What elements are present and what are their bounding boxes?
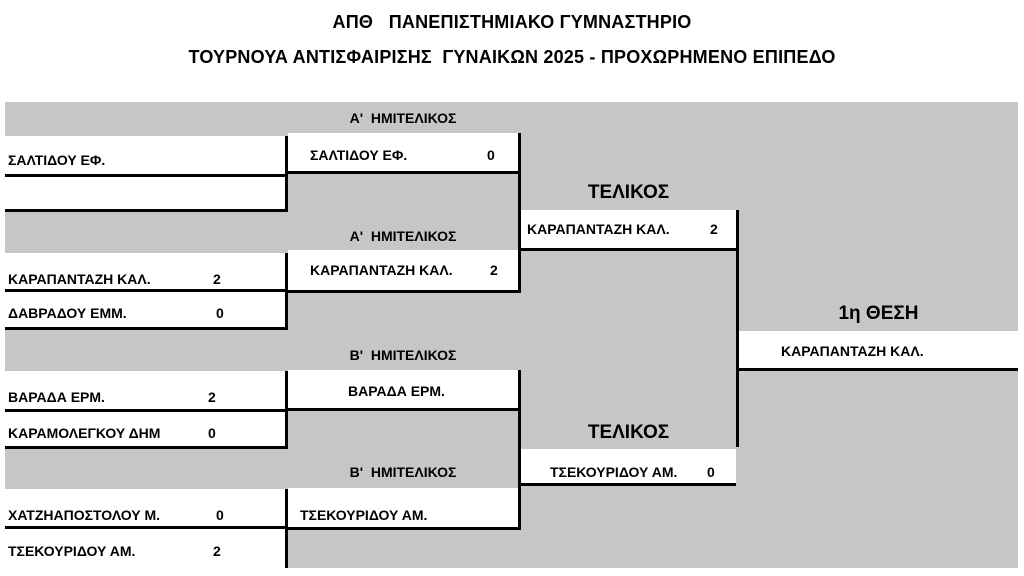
sf-player-4: ΤΣΕΚΟΥΡΙΔΟΥ ΑΜ. xyxy=(300,507,428,523)
r1-player-7: ΧΑΤΖΗΑΠΟΣΤΟΛΟΥ Μ. xyxy=(8,507,161,523)
final-score-1: 2 xyxy=(710,221,718,237)
final-score-2: 0 xyxy=(707,464,715,480)
r1-slot-8: ΤΣΕΚΟΥΡΙΔΟΥ ΑΜ. 2 xyxy=(5,529,288,568)
sf-slot-3: ΒΑΡΑΔΑ ΕΡΜ. xyxy=(288,370,521,411)
r1-slot-2 xyxy=(5,177,288,212)
r1-score-5: 2 xyxy=(208,389,216,405)
r1-score-3: 2 xyxy=(213,271,221,287)
sf-player-3: ΒΑΡΑΔΑ ΕΡΜ. xyxy=(348,383,445,399)
connector-finals xyxy=(521,251,739,447)
sf1-label: Α' ΗΜΙΤΕΛΙΚΟΣ xyxy=(349,110,457,126)
sf-score-1: 0 xyxy=(487,147,495,163)
winner-label: 1η ΘΕΣΗ xyxy=(838,303,919,324)
r1-player-6: ΚΑΡΑΜΟΛΕΓΚΟΥ ΔΗΜ xyxy=(8,425,161,441)
r1-slot-4: ΔΑΒΡΑΔΟΥ ΕΜΜ. 0 xyxy=(5,292,288,330)
page-subtitle: ΤΟΥΡΝΟΥΑ ΑΝΤΙΣΦΑΙΡΙΣΗΣ ΓΥΝΑΙΚΩΝ 2025 - Π… xyxy=(188,47,836,67)
r1-slot-1: ΣΑΛΤΙΔΟΥ ΕΦ. xyxy=(5,136,288,177)
r1-slot-7: ΧΑΤΖΗΑΠΟΣΤΟΛΟΥ Μ. 0 xyxy=(5,489,288,529)
sf2-label: Α' ΗΜΙΤΕΛΙΚΟΣ xyxy=(349,228,457,244)
sf-slot-1: ΣΑΛΤΙΔΟΥ ΕΦ. 0 xyxy=(288,133,521,174)
r1-score-6: 0 xyxy=(208,425,216,441)
r1-score-7: 0 xyxy=(216,507,224,523)
sf-player-1: ΣΑΛΤΙΔΟΥ ΕΦ. xyxy=(310,147,408,163)
r1-player-4: ΔΑΒΡΑΔΟΥ ΕΜΜ. xyxy=(8,305,127,321)
final-slot-1: ΚΑΡΑΠΑΝΤΑΖΗ ΚΑΛ. 2 xyxy=(521,210,739,251)
r1-slot-3: ΚΑΡΑΠΑΝΤΑΖΗ ΚΑΛ. 2 xyxy=(5,253,288,292)
winner-slot: ΚΑΡΑΠΑΝΤΑΖΗ ΚΑΛ. xyxy=(739,331,1018,371)
r1-score-8: 2 xyxy=(213,543,221,559)
sf-score-2: 2 xyxy=(490,262,498,278)
connector-sf3-sf4 xyxy=(288,411,521,530)
page-title: ΑΠΘ ΠΑΝΕΠΙΣΤΗΜΙΑΚΟ ΓΥΜΝΑΣΤΗΡΙΟ xyxy=(332,12,692,32)
sf4-label: Β' ΗΜΙΤΕΛΙΚΟΣ xyxy=(349,464,457,480)
r1-slot-5: ΒΑΡΑΔΑ ΕΡΜ. 2 xyxy=(5,371,288,412)
final-label-2: ΤΕΛΙΚΟΣ xyxy=(587,422,670,443)
sf-player-2: ΚΑΡΑΠΑΝΤΑΖΗ ΚΑΛ. xyxy=(310,262,453,278)
final-label-1: ΤΕΛΙΚΟΣ xyxy=(587,182,670,203)
r1-player-8: ΤΣΕΚΟΥΡΙΔΟΥ ΑΜ. xyxy=(8,543,136,559)
final-player-1: ΚΑΡΑΠΑΝΤΑΖΗ ΚΑΛ. xyxy=(527,221,670,237)
winner-player: ΚΑΡΑΠΑΝΤΑΖΗ ΚΑΛ. xyxy=(781,343,924,359)
sf3-label: Β' ΗΜΙΤΕΛΙΚΟΣ xyxy=(349,347,457,363)
r1-slot-6: ΚΑΡΑΜΟΛΕΓΚΟΥ ΔΗΜ 0 xyxy=(5,412,288,449)
final-player-2: ΤΣΕΚΟΥΡΙΔΟΥ ΑΜ. xyxy=(550,464,678,480)
r1-player-1: ΣΑΛΤΙΔΟΥ ΕΦ. xyxy=(8,152,106,168)
r1-player-3: ΚΑΡΑΠΑΝΤΑΖΗ ΚΑΛ. xyxy=(8,271,151,287)
sf-slot-2: ΚΑΡΑΠΑΝΤΑΖΗ ΚΑΛ. 2 xyxy=(288,250,518,293)
final-slot-2: ΤΣΕΚΟΥΡΙΔΟΥ ΑΜ. 0 xyxy=(521,449,736,486)
r1-player-5: ΒΑΡΑΔΑ ΕΡΜ. xyxy=(8,389,105,405)
r1-score-4: 0 xyxy=(216,305,224,321)
sf-slot-4: ΤΣΕΚΟΥΡΙΔΟΥ ΑΜ. xyxy=(288,488,518,530)
connector-sf1-sf2 xyxy=(288,174,521,293)
